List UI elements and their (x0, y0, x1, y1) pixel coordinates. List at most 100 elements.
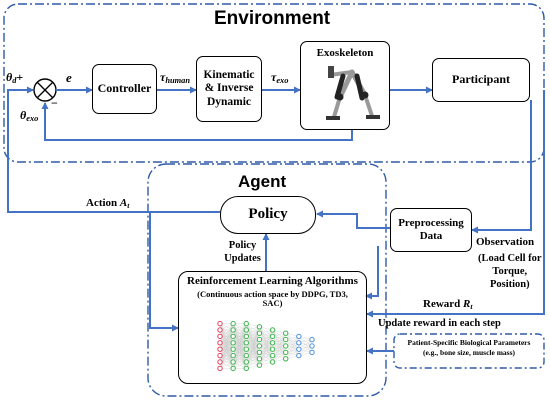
nn-node (283, 343, 289, 349)
preprocess-to-policy (316, 210, 390, 229)
tau-human-label: τhuman (160, 70, 190, 85)
nn-node (256, 330, 263, 336)
nn-connection (272, 345, 286, 363)
nn-node (256, 336, 263, 343)
nn-connection (285, 336, 299, 353)
nn-connection (246, 326, 260, 337)
nn-node (283, 330, 289, 336)
policy-block: Policy (220, 196, 316, 234)
nn-node (256, 362, 263, 368)
nn-node (230, 340, 236, 346)
reward-subscript: t (470, 301, 473, 311)
patient-params-line-2: (e.g., bone size, muscle mass) (422, 348, 516, 358)
nn-connection (259, 329, 273, 347)
kinematic-line-1: Kinematic (203, 69, 255, 82)
nn-connection (246, 345, 260, 369)
nn-node (217, 333, 223, 340)
rl-title: Reinforcement Learning Algorithms (187, 275, 358, 287)
nn-connection (219, 323, 234, 350)
controller-label: Controller (97, 81, 152, 96)
nn-node (269, 333, 276, 340)
nn-connection (298, 339, 313, 350)
observation-label: Observation (476, 236, 534, 248)
nn-node (243, 359, 249, 365)
tau-exo-symbol: τ (271, 70, 277, 84)
nn-connection (232, 323, 247, 350)
action-to-rl-path (149, 212, 179, 332)
kinematic-dynamic-block: Kinematic & Inverse Dynamic (196, 56, 262, 122)
nn-connection (298, 345, 313, 356)
nn-node (309, 343, 315, 349)
nn-connection (259, 349, 273, 366)
rl-subtitle-line-2: SAC) (262, 298, 283, 309)
observation-detail-line-3: Position) (489, 279, 530, 291)
nn-node (230, 365, 236, 372)
participant-label: Participant (452, 72, 510, 87)
nn-node (283, 349, 289, 356)
nn-connection (259, 342, 273, 366)
nn-connection (259, 355, 273, 366)
nn-node (256, 356, 263, 362)
policy-label: Policy (248, 206, 288, 223)
participant-block: Participant (432, 58, 530, 102)
nn-connection (285, 342, 299, 359)
exoskeleton-figure (326, 66, 380, 120)
nn-node (283, 356, 289, 362)
nn-node (309, 336, 315, 343)
nn-node (217, 365, 223, 372)
nn-node (217, 327, 223, 333)
nn-connection (272, 333, 286, 356)
nn-connection (219, 323, 234, 343)
setpoint-symbol: θ (6, 70, 13, 84)
nn-node (296, 340, 302, 346)
preprocess-to-rl (365, 246, 379, 300)
exoskeleton-block: Exoskeleton (300, 41, 390, 130)
nn-node (230, 320, 236, 327)
nn-node (309, 349, 315, 356)
nn-node (256, 324, 263, 330)
nn-node (269, 352, 276, 359)
plus-sign: + (16, 70, 24, 84)
observation-detail: (Load Cell for Torque, Position) (478, 252, 542, 291)
nn-node (230, 352, 236, 359)
observation-text: Observation (476, 236, 535, 248)
nn-node (269, 327, 276, 333)
action-subscript: t (127, 200, 130, 210)
policy-updates-line-2: Updates (224, 252, 261, 264)
action-var: A (119, 197, 128, 209)
nn-connection (246, 326, 260, 356)
nn-connection (285, 336, 300, 359)
tau-human-subscript: human (165, 76, 191, 86)
nn-node (243, 333, 249, 340)
preprocessing-block: Preprocessing Data (390, 208, 472, 252)
nn-node (283, 336, 289, 343)
controller-block: Controller (92, 64, 157, 114)
action-text: Action (86, 197, 120, 209)
observation-detail-line-1: (Load Cell for (478, 253, 542, 264)
neural-network-figure (217, 320, 315, 372)
nn-connection (233, 323, 247, 337)
nn-node (217, 346, 223, 352)
nn-connection (232, 349, 247, 369)
nn-connection (219, 323, 234, 337)
nn-connection (246, 326, 260, 343)
kinematic-line-2: & Inverse (204, 82, 254, 95)
patient-params-label: Patient-Specific Biological Parameters (… (396, 338, 542, 358)
nn-connection (259, 336, 273, 366)
observation-path (471, 100, 532, 234)
nn-connection (272, 333, 286, 350)
action-label: Action At (86, 197, 129, 210)
nn-connection (272, 339, 286, 363)
rl-algorithms-block: Reinforcement Learning Algorithms (Conti… (178, 271, 367, 384)
nn-node (230, 327, 236, 333)
nn-connection (285, 336, 299, 347)
observation-detail-line-2: Torque, (492, 266, 528, 278)
nn-connection (272, 352, 286, 363)
nn-connection (298, 339, 313, 356)
nn-node (243, 346, 249, 352)
rl-subtitle-line-1: (Continuous action space by DDPG, TD3, (197, 288, 348, 299)
reward-text: Reward (423, 298, 464, 310)
agent-title: Agent (238, 172, 287, 191)
nn-node (296, 346, 302, 352)
nn-connection (259, 329, 273, 340)
